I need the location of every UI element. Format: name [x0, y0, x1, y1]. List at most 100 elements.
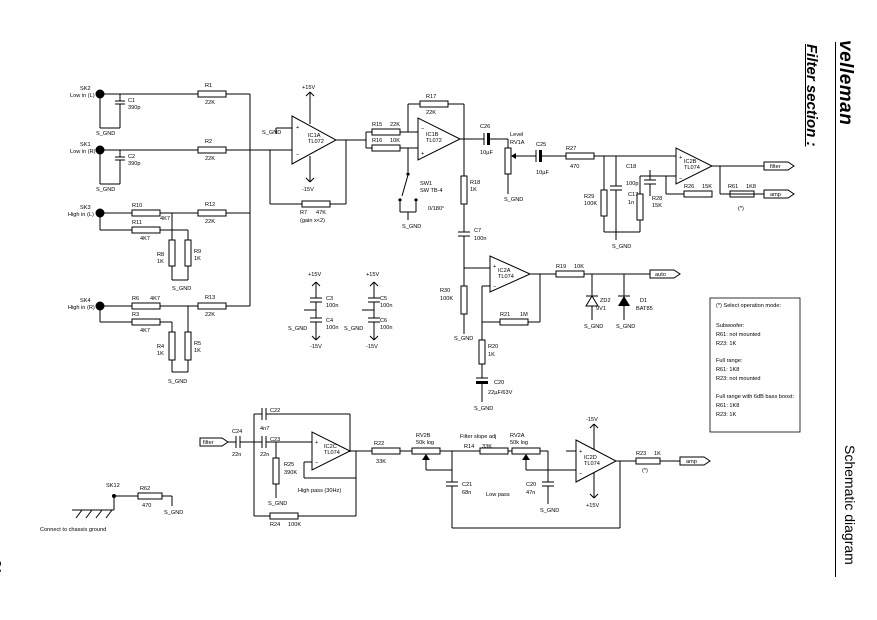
rv1a-ref: RV1A [510, 140, 525, 146]
gnd-label: S_GND [96, 131, 115, 137]
c26-value: 10µF [480, 150, 493, 156]
r11-value: 4K7 [140, 236, 150, 242]
c18-value: 100p [626, 181, 638, 187]
r15-value: 22K [390, 122, 400, 128]
r21-value: 1M [520, 312, 528, 318]
gnd-label: S_GND [454, 336, 473, 342]
ic1b-part: TL072 [426, 138, 442, 144]
r16-ref: R16 [372, 138, 382, 144]
resistor-r27 [565, 152, 595, 160]
r8-value: 1K [157, 259, 164, 265]
c20-ref: C20 [494, 380, 504, 386]
r6-ref: R6 [132, 296, 139, 302]
r26-value: 15K [702, 184, 712, 190]
ic2c-ref: IC2C [324, 444, 337, 450]
r62-ref: R62 [140, 486, 150, 492]
net-filter-in [199, 437, 229, 447]
margin-rule [835, 42, 836, 577]
svg-text:-15V: -15V [310, 344, 322, 350]
gnd-label: S_GND [504, 197, 523, 203]
svg-text:+: + [315, 440, 318, 446]
r61-ref: R61 [728, 184, 738, 190]
rv2a-value: 50k log [510, 440, 528, 446]
r16-value: 10K [390, 138, 400, 144]
input-sk1-label: Low in (R) [70, 149, 96, 155]
rv2b-ref: RV2B [416, 433, 431, 439]
resistor-r1 [197, 90, 227, 98]
svg-text:-15V: -15V [366, 344, 378, 350]
opamp-ic2b: IC2B TL074 +− R26 15K [665, 147, 764, 198]
resistor-r12 [197, 209, 227, 217]
r11-ref: R11 [132, 220, 142, 226]
svg-text:R23: 1K: R23: 1K [716, 341, 736, 347]
ic1a-vneg: -15V [302, 187, 314, 193]
svg-text:C6: C6 [380, 318, 387, 324]
pot-rv2b [411, 447, 441, 455]
r1-ref: R1 [205, 83, 212, 89]
c1-ref: C1 [128, 98, 135, 104]
input-sk2-label: Low in (L) [70, 93, 95, 99]
gnd-label: S_GND [172, 286, 191, 292]
r62-value: 470 [142, 503, 151, 509]
r21-ref: R21 [500, 312, 510, 318]
r22-ref: R22 [374, 441, 384, 447]
r2-value: 22K [205, 156, 215, 162]
svg-text:+: + [493, 264, 496, 270]
c20-value: 22µF/63V [488, 390, 513, 396]
c7-value: 100n [474, 236, 486, 242]
sw1-value: SW TB-4 [420, 188, 443, 194]
svg-text:100n: 100n [326, 325, 338, 331]
input-sk3-label: High in (L) [68, 212, 94, 218]
svg-text:−: − [315, 460, 318, 466]
r7-ref: R7 [300, 210, 307, 216]
svg-text:Full range:: Full range: [716, 358, 743, 364]
r24-value: 100K [288, 522, 301, 528]
svg-text:S_GND: S_GND [344, 326, 363, 332]
resistor-r15 [371, 128, 401, 136]
input-sk3-ref: SK3 [80, 205, 91, 211]
r29-ref: R29 [584, 194, 594, 200]
ic1a-ref: IC1A [308, 133, 321, 139]
r3-ref: R3 [132, 312, 139, 318]
r13-ref: R13 [205, 295, 215, 301]
c7-ref: C7 [474, 228, 481, 234]
c24-ref: C24 [232, 429, 242, 435]
r13-value: 22K [205, 312, 215, 318]
ic2b-part: TL074 [684, 165, 700, 171]
r2-ref: R2 [205, 139, 212, 145]
r20-value: 1K [488, 352, 495, 358]
rv2a-ref: RV2A [510, 433, 525, 439]
resistor-r20 [478, 339, 486, 365]
resistor-r2 [197, 146, 227, 154]
r18-ref: R18 [470, 180, 480, 186]
r19-value: 10K [574, 264, 584, 270]
input-sk4: SK4 High in (R) R6 4K7 R3 4K7 R4 1K R5 1… [68, 296, 201, 385]
opamp-ic2d: IC2D TL074 +− -15V +15V [566, 417, 636, 528]
resistor-r24 [269, 512, 299, 520]
chassis-ground: SK12 R62 470 S_GND Connect to chassis gr… [40, 483, 183, 533]
r6-value: 4K7 [150, 296, 160, 302]
r29-value: 100K [584, 201, 597, 207]
rv2b-value: 50k log [416, 440, 434, 446]
pot-rv2a [511, 447, 541, 455]
svg-text:100n: 100n [380, 303, 392, 309]
r28-ref: R28 [652, 196, 662, 202]
c20b-value: 47n [526, 490, 535, 496]
svg-text:−: − [493, 284, 496, 290]
resistor-r22 [371, 447, 401, 455]
pot-rv1a [504, 147, 512, 175]
level-label: Level [510, 132, 523, 138]
c20b-ref: C20 [526, 482, 536, 488]
r4-value: 1K [157, 351, 164, 357]
opamp-ic1b: IC1B TL072 −+ R17 22K SW1 SW TB-4 0/180°… [398, 94, 478, 230]
sk12-ref: SK12 [106, 483, 120, 489]
c22-value: 4n7 [260, 426, 269, 432]
svg-text:+15V: +15V [308, 272, 321, 278]
zd2-value: 9V1 [596, 306, 606, 312]
r14-ref: R14 [464, 444, 474, 450]
r30-value: 100K [440, 296, 453, 302]
net-amp-label: amp [770, 192, 781, 198]
resistor-r18 [460, 175, 468, 205]
gnd-label: S_GND [268, 501, 287, 507]
